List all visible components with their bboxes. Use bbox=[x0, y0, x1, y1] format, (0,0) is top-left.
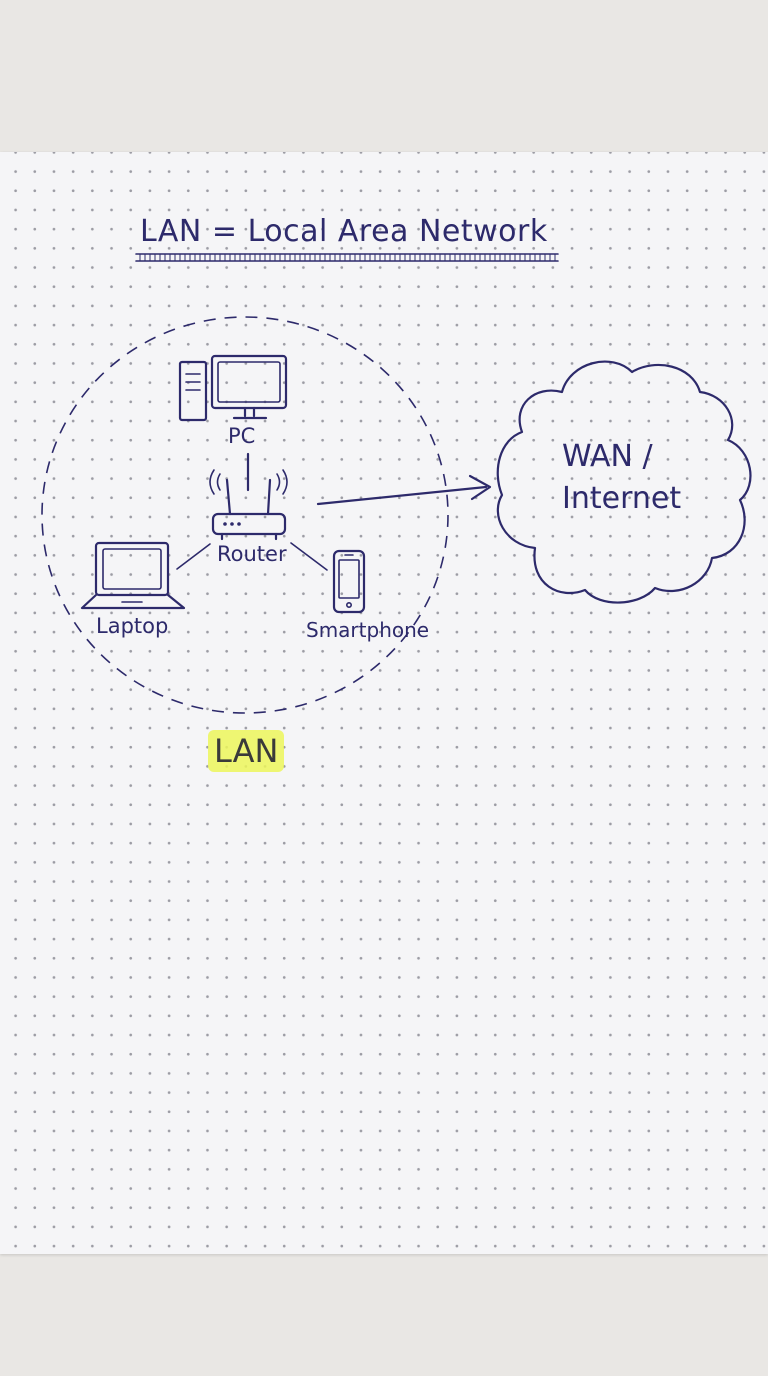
wan-cloud bbox=[496, 360, 752, 604]
router-phone-link bbox=[290, 542, 328, 571]
pc-icon bbox=[178, 354, 288, 422]
lan-highlight-label: LAN bbox=[208, 730, 285, 772]
router-label: Router bbox=[217, 542, 287, 566]
smartphone-label: Smartphone bbox=[306, 618, 430, 642]
paper-sheet bbox=[0, 152, 768, 1254]
wan-label-line2: Internet bbox=[562, 481, 682, 516]
wan-label: WAN / Internet bbox=[562, 436, 681, 520]
router-laptop-link bbox=[176, 543, 211, 570]
wan-label-line1: WAN / bbox=[562, 439, 653, 474]
smartphone-icon bbox=[332, 549, 366, 614]
wan-arrow bbox=[316, 474, 492, 506]
laptop-label: Laptop bbox=[96, 614, 169, 638]
laptop-icon bbox=[80, 541, 186, 610]
title-underline bbox=[135, 253, 559, 262]
lan-boundary bbox=[41, 316, 449, 714]
pc-label: PC bbox=[228, 424, 256, 448]
page-title: LAN = Local Area Network bbox=[140, 214, 548, 249]
router-icon bbox=[209, 452, 288, 541]
